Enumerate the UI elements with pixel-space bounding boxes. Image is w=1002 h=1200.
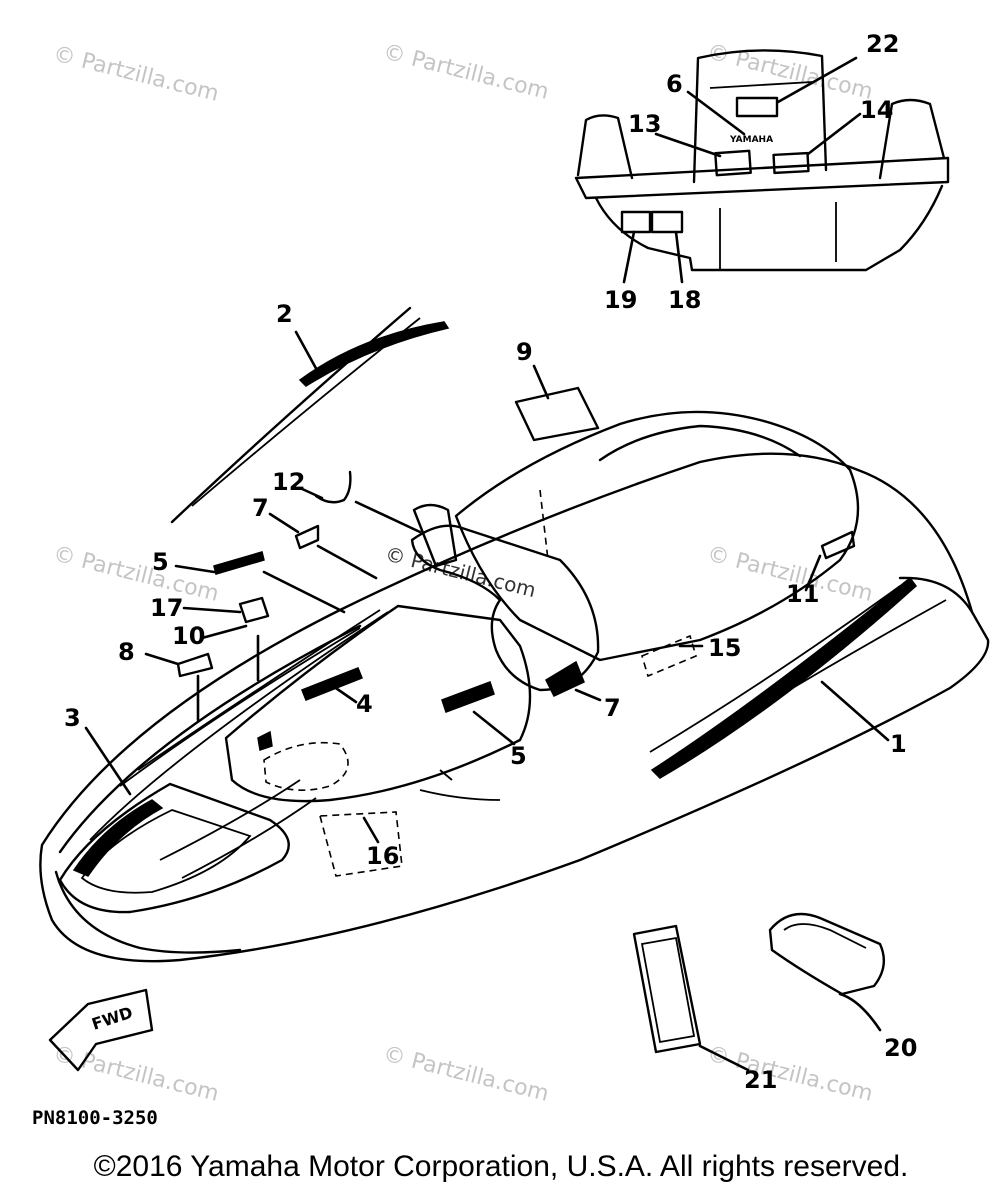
- leader-lines: [84, 56, 890, 1072]
- callout-21: 21: [744, 1066, 777, 1094]
- watermark: © Partzilla.com: [381, 40, 552, 105]
- callout-20: 20: [884, 1034, 917, 1062]
- watermark: © Partzilla.com: [381, 1042, 552, 1107]
- decal-17: [238, 596, 270, 624]
- loose-parts: FWD: [48, 912, 886, 1072]
- callout-9: 9: [516, 338, 533, 366]
- diagram-reference: PN8100-3250: [32, 1107, 158, 1129]
- callout-16: 16: [366, 842, 399, 870]
- hull: [39, 410, 990, 963]
- watermark: © Partzilla.com: [705, 1042, 876, 1107]
- decal-19: [620, 210, 652, 234]
- part-20: [768, 912, 886, 996]
- callouts: 22 6 13 14 19 18 2 9 12 7 5 17 10 8 3 4 …: [64, 30, 917, 1094]
- decal-22: [735, 96, 779, 118]
- callout-13: 13: [628, 110, 661, 138]
- fwd-arrow-text: FWD: [89, 1003, 135, 1034]
- console-brand-text: YAMAHA: [729, 135, 773, 145]
- callout-19: 19: [604, 286, 637, 314]
- callout-15: 15: [708, 634, 741, 662]
- decal-18: [650, 210, 684, 234]
- callout-7-lower: 7: [604, 694, 621, 722]
- callout-22: 22: [866, 30, 899, 58]
- callout-5: 5: [152, 548, 169, 576]
- watermark: © Partzilla.com: [51, 42, 222, 107]
- callout-5-lower: 5: [510, 742, 527, 770]
- decal-11: [820, 530, 856, 560]
- callout-8: 8: [118, 638, 135, 666]
- callout-3: 3: [64, 704, 81, 732]
- fwd-arrow: [48, 988, 154, 1072]
- callout-17: 17: [150, 594, 183, 622]
- callout-12: 12: [272, 468, 305, 496]
- watermarks: © Partzilla.com © Partzilla.com © Partzi…: [51, 40, 876, 1107]
- decal-14: [772, 151, 810, 175]
- callout-10: 10: [172, 622, 205, 650]
- decal-13: [714, 149, 752, 177]
- decal-5-lower: [441, 681, 495, 713]
- stripe-2: [170, 306, 450, 524]
- watermark: © Partzilla.com: [51, 542, 222, 607]
- copyright-notice: ©2016 Yamaha Motor Corporation, U.S.A. A…: [93, 1150, 909, 1183]
- callout-6: 6: [666, 70, 683, 98]
- watermark-center: © Partzilla.com: [383, 542, 539, 603]
- decal-8: [176, 652, 214, 678]
- callout-1: 1: [890, 730, 907, 758]
- decal-7-lower: [545, 660, 585, 697]
- hose-12: [314, 470, 352, 504]
- callout-7: 7: [252, 494, 269, 522]
- callout-18: 18: [668, 286, 701, 314]
- decal-15: [641, 634, 697, 678]
- console-assembly: YAMAHA: [574, 49, 950, 272]
- deck-decals: [176, 386, 856, 751]
- decal-9: [514, 386, 600, 442]
- watermark: © Partzilla.com: [51, 1042, 222, 1107]
- part-21: [632, 924, 702, 1054]
- callout-2: 2: [276, 300, 293, 328]
- callout-11: 11: [786, 580, 819, 608]
- callout-14: 14: [860, 96, 893, 124]
- decal-5-upper: [213, 551, 265, 575]
- decal-7-upper: [294, 524, 320, 550]
- callout-4: 4: [356, 690, 373, 718]
